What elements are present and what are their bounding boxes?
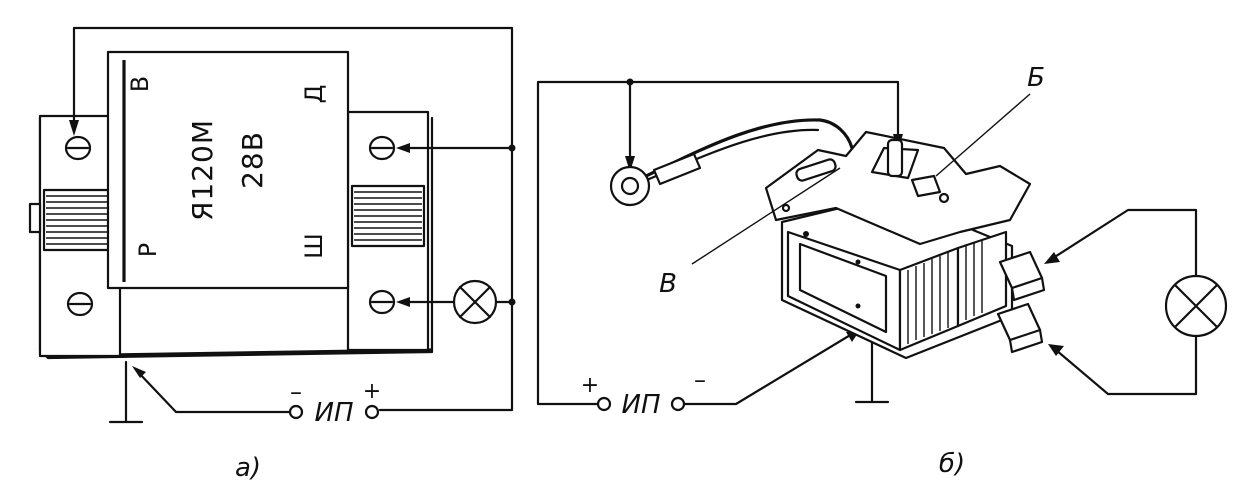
diagram-a: В Д Я120М 28В Р Ш [28, 26, 516, 483]
screw-bottom-right [368, 289, 396, 315]
label-v: В [659, 269, 677, 299]
arrow-to-base [132, 366, 146, 378]
top-terminal-b [886, 138, 904, 178]
caption-b: б) [939, 449, 965, 479]
terminal-r-label: Р [134, 243, 162, 257]
relay-model-label: Я120М [186, 119, 219, 221]
source-minus-a: – [290, 378, 302, 406]
label-b: Б [1027, 63, 1045, 93]
terminal-v-label: В [126, 76, 154, 92]
rear-hatch-b [965, 240, 983, 320]
coil-winding-right [350, 184, 426, 248]
relay-body-b [764, 130, 1046, 360]
source-label-a: ИП [315, 398, 354, 428]
source-plus-b: + [581, 373, 599, 398]
side-stub [28, 202, 42, 234]
arrow-to-screw-bottom-right [396, 297, 410, 307]
coil-winding-left [42, 188, 118, 252]
leader-v [691, 167, 841, 265]
relay-cover [106, 50, 350, 290]
lamp-a [452, 279, 498, 325]
wiring-a [69, 26, 516, 424]
arrow-to-screw-top-right [396, 143, 410, 153]
arrow-to-ring-terminal [625, 156, 635, 172]
source-minus-b: – [694, 366, 706, 394]
screw-top-right [368, 135, 396, 161]
diagram-b: Б В + ИП – б) [536, 63, 1228, 479]
arrow-to-screw-top-left [69, 120, 79, 136]
ring-terminal-lead [609, 118, 854, 207]
caption-a: а) [235, 453, 261, 483]
terminal-d-label: Д [300, 85, 328, 104]
terminal-sh-label: Ш [300, 233, 328, 259]
power-source-a: – ИП + [288, 378, 381, 428]
screw-top-left [64, 135, 92, 161]
power-source-b: + ИП – [581, 366, 706, 420]
arrow-to-upper-spade [1044, 252, 1060, 264]
source-label-b: ИП [622, 390, 661, 420]
relay-voltage-label: 28В [236, 131, 269, 189]
coil-hatch-b [907, 252, 949, 344]
source-plus-a: + [363, 379, 381, 404]
arrow-to-lower-spade [1048, 344, 1064, 356]
lamp-b [1044, 208, 1228, 396]
screw-bottom-left [66, 291, 94, 317]
leader-b [935, 93, 1031, 177]
